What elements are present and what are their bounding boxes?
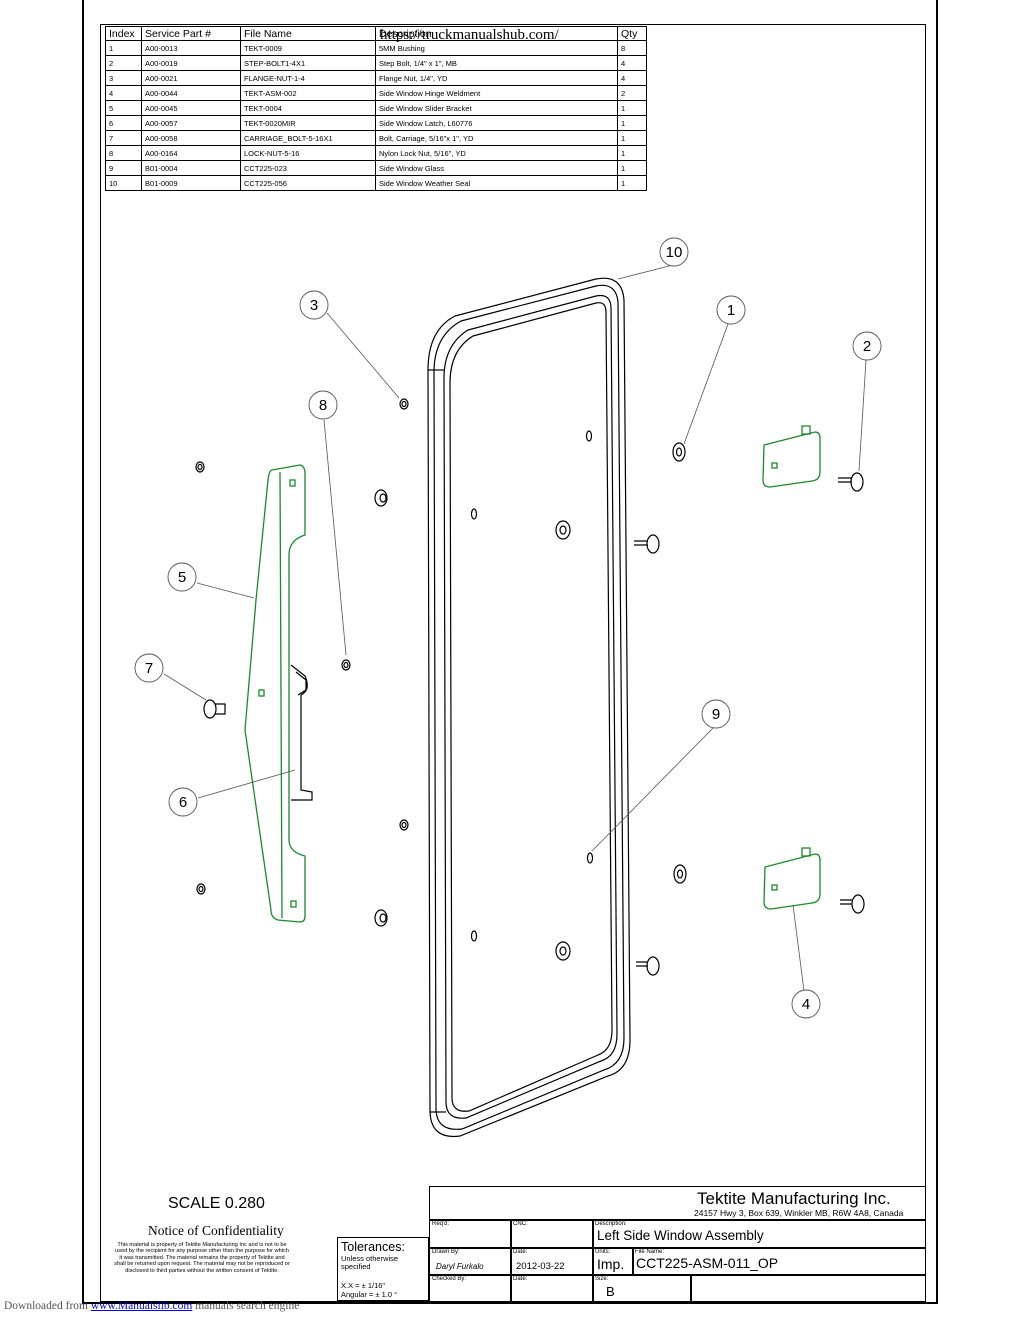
cnc-label: CNC: <box>513 1221 528 1227</box>
title-block-rule <box>429 1219 926 1221</box>
callout-number: 5 <box>178 569 186 586</box>
bom-cell-qty: 1 <box>617 175 647 191</box>
bom-header-description: Description <box>375 26 618 41</box>
callout-bubble <box>134 653 164 683</box>
callout-bubble <box>167 562 197 592</box>
date-label: Date: <box>513 1249 528 1255</box>
notice-body: This material is property of Tektite Man… <box>114 1242 290 1274</box>
description-label: Description: <box>595 1221 627 1227</box>
title-block-rule <box>592 1219 594 1302</box>
title-block-rule <box>429 1274 926 1276</box>
units-label: Units: <box>595 1249 611 1255</box>
reqd-label: Req'd: <box>432 1221 450 1227</box>
drawn-date: 2012-03-22 <box>516 1261 565 1272</box>
callout-bubble <box>716 295 746 325</box>
watermark-url: https://truckmanualshub.com/ <box>380 27 559 43</box>
drawing-scale: SCALE 0.280 <box>168 1195 265 1212</box>
company-address: 24157 Hwy 3, Box 639, Winkler MB, R6W 4A… <box>694 1208 904 1218</box>
size-label: Size: <box>595 1276 609 1282</box>
callout-number: 3 <box>310 297 318 314</box>
callout-number: 9 <box>712 706 720 723</box>
callout-bubble <box>308 390 338 420</box>
tolerance-angular: Angular = ± 1.0 ° <box>341 1290 398 1299</box>
title-block-rule <box>690 1274 692 1302</box>
bill-of-materials-table: Index Service Part # File Name Descripti… <box>105 26 647 191</box>
window-glass-part <box>427 277 631 1138</box>
tolerance-linear: X.X = ± 1/16" <box>341 1281 386 1290</box>
slider-bracket-part <box>244 464 306 923</box>
sheet-size: B <box>606 1284 615 1299</box>
hinge-weldment-upper <box>762 425 821 488</box>
file-name: CCT225-ASM-011_OP <box>636 1255 779 1271</box>
title-block-rule <box>632 1247 634 1274</box>
title-block-rule <box>510 1219 512 1302</box>
tolerances-subtitle: Unless otherwise specified <box>341 1254 399 1271</box>
checked-date-label: Date: <box>513 1276 528 1282</box>
callout-number: 8 <box>319 397 327 414</box>
callout-bubble <box>168 787 198 817</box>
title-block <box>429 1186 926 1302</box>
checked-by-label: Checked By: <box>432 1276 467 1282</box>
title-block-rule <box>429 1247 926 1249</box>
callout-bubble <box>701 699 731 729</box>
callout-number: 4 <box>802 996 810 1013</box>
manualslib-link[interactable]: www.Manualslib.com <box>90 1300 193 1312</box>
drawing-description: Left Side Window Assembly <box>597 1228 764 1243</box>
callout-bubble <box>299 290 329 320</box>
callout-number: 7 <box>145 660 153 677</box>
drawn-by: Daryl Furkalo <box>436 1262 484 1271</box>
file-name-label: File Name: <box>635 1249 665 1255</box>
callout-number: 2 <box>863 338 871 355</box>
callout-bubble <box>791 989 821 1019</box>
units-value: Imp. <box>597 1256 625 1272</box>
tolerances-box <box>337 1237 429 1301</box>
download-footer: Downloaded from www.Manualslib.com manua… <box>4 1300 299 1312</box>
bom-header-part: Service Part # <box>141 26 241 41</box>
hinge-weldment-lower <box>763 847 821 910</box>
callout-bubble <box>852 331 882 361</box>
callout-number: 1 <box>727 302 735 319</box>
company-name: Tektite Manufacturing Inc. <box>697 1189 891 1208</box>
footer-suffix: manuals search engine <box>192 1300 300 1312</box>
drawn-by-label: Drawn By: <box>432 1249 460 1255</box>
callout-bubble <box>659 237 689 267</box>
callout-number: 6 <box>179 794 187 811</box>
footer-prefix: Downloaded from <box>4 1300 91 1312</box>
notice-title: Notice of Confidentiality <box>148 1223 284 1238</box>
bom-cell-file: CCT225-056 <box>240 175 376 191</box>
tolerances-title: Tolerances: <box>341 1240 405 1254</box>
drawing-sheet <box>82 0 938 1304</box>
callout-number: 10 <box>666 244 683 261</box>
bom-cell-part: B01-0009 <box>141 175 241 191</box>
